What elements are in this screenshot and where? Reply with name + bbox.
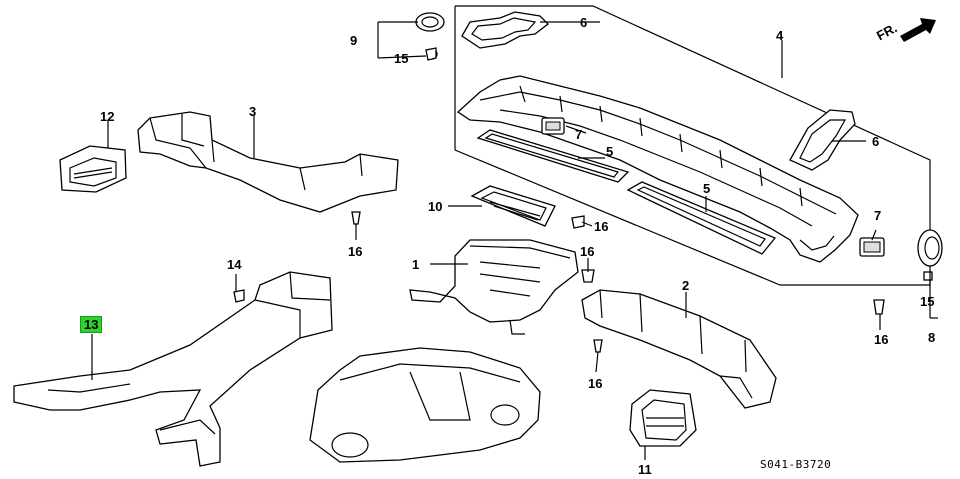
callout-9: 9 (350, 33, 358, 48)
part-7-clip-right (859, 237, 885, 257)
callout-11: 11 (638, 462, 652, 477)
callout-5-lower: 5 (703, 181, 711, 196)
front-direction-arrow-icon (900, 18, 936, 42)
callout-6-top: 6 (580, 15, 588, 30)
callout-16-lower: 16 (588, 376, 603, 391)
callout-14: 14 (227, 257, 242, 272)
callout-16-right: 16 (874, 332, 889, 347)
part-11-lower-vent (629, 389, 697, 447)
leader-lines (91, 21, 938, 460)
callout-16-duct: 16 (348, 244, 363, 259)
callout-10: 10 (428, 199, 443, 214)
part-3-upper-duct (137, 111, 399, 213)
callout-15-right: 15 (920, 294, 935, 309)
part-1-heater-unit (409, 239, 579, 335)
callout-3: 3 (249, 104, 257, 119)
callout-7-top: 7 (575, 127, 583, 142)
diagram-reference-code: S041-B3720 (760, 458, 832, 471)
callout-15-top: 15 (394, 51, 409, 66)
part-5-defroster-strip-left (476, 129, 630, 183)
callout-16-heater: 16 (580, 244, 595, 259)
callout-2: 2 (682, 278, 690, 293)
part-6-frame-top (461, 11, 549, 49)
part-7-clip-top (541, 117, 565, 135)
callout-6-right: 6 (872, 134, 880, 149)
callout-5-top: 5 (606, 144, 614, 159)
part-2-lower-duct (581, 289, 777, 409)
fastener-clips (233, 47, 885, 353)
part-13-floor-duct (13, 271, 333, 467)
callout-12: 12 (100, 109, 115, 124)
part-10-center-vent (470, 185, 556, 227)
callout-1: 1 (412, 257, 420, 272)
part-8-round-vent (917, 229, 943, 281)
callout-16-mid: 16 (594, 219, 609, 234)
part-6-frame-right (789, 109, 856, 171)
part-5-defroster-strip-right (626, 181, 777, 255)
callout-4: 4 (776, 28, 784, 43)
part-12-side-vent (59, 145, 127, 193)
callout-13-highlighted: 13 (80, 316, 103, 333)
vehicle-silhouette (309, 347, 541, 463)
callout-7-right: 7 (874, 208, 882, 223)
dashboard-group-outline (454, 5, 931, 286)
callout-8: 8 (928, 330, 936, 345)
